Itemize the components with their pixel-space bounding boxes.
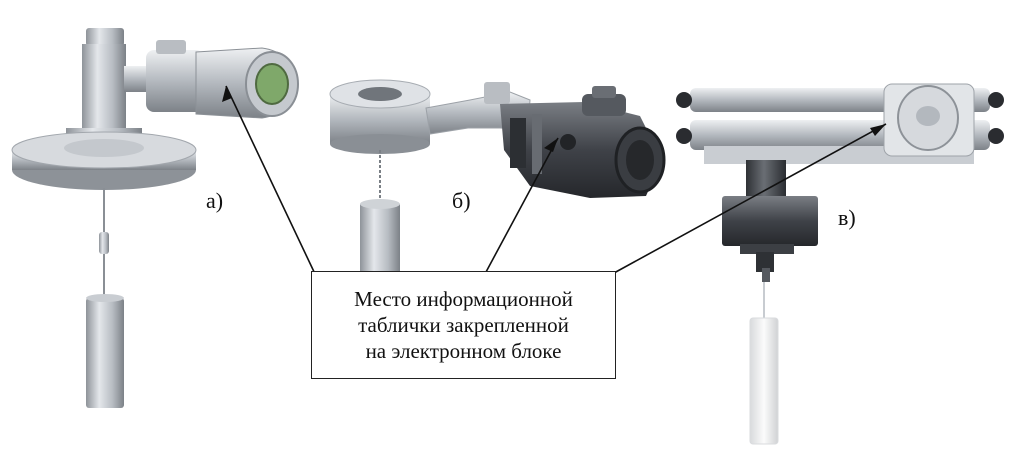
pointer-line-c	[613, 123, 887, 274]
label-a: а)	[206, 188, 224, 213]
device-a-displacer	[86, 294, 124, 408]
device-b-chamber	[329, 79, 431, 154]
device-a-housing	[146, 40, 299, 119]
callout-line-2: таблички закрепленной	[358, 313, 569, 337]
device-a-flange	[11, 128, 197, 190]
device-c-block	[722, 196, 818, 282]
pointer-arrowheads	[222, 86, 886, 152]
device-a-cap	[86, 28, 124, 46]
device-a-display	[255, 63, 289, 105]
device-c-body	[676, 83, 1004, 164]
level-transmitter-b	[329, 79, 666, 294]
device-c-displacer	[749, 317, 779, 445]
label-c: в)	[838, 205, 856, 230]
device-a-neck	[82, 44, 126, 130]
device-b-housing	[500, 86, 666, 198]
callout-line-1: Место информационной	[354, 287, 573, 311]
callout-box: Место информационной таблички закрепленн…	[311, 271, 616, 379]
pointer-line-b	[485, 137, 559, 273]
level-transmitter-a	[11, 28, 299, 408]
label-b: б)	[452, 188, 471, 213]
arrowhead-b	[544, 138, 558, 152]
arrowhead-a	[222, 86, 232, 102]
pointer-line-a	[225, 85, 317, 277]
callout-lines	[225, 85, 887, 277]
arrowhead-c	[870, 124, 886, 136]
level-transmitter-c	[676, 83, 1004, 445]
callout-line-3: на электронном блоке	[365, 339, 562, 363]
